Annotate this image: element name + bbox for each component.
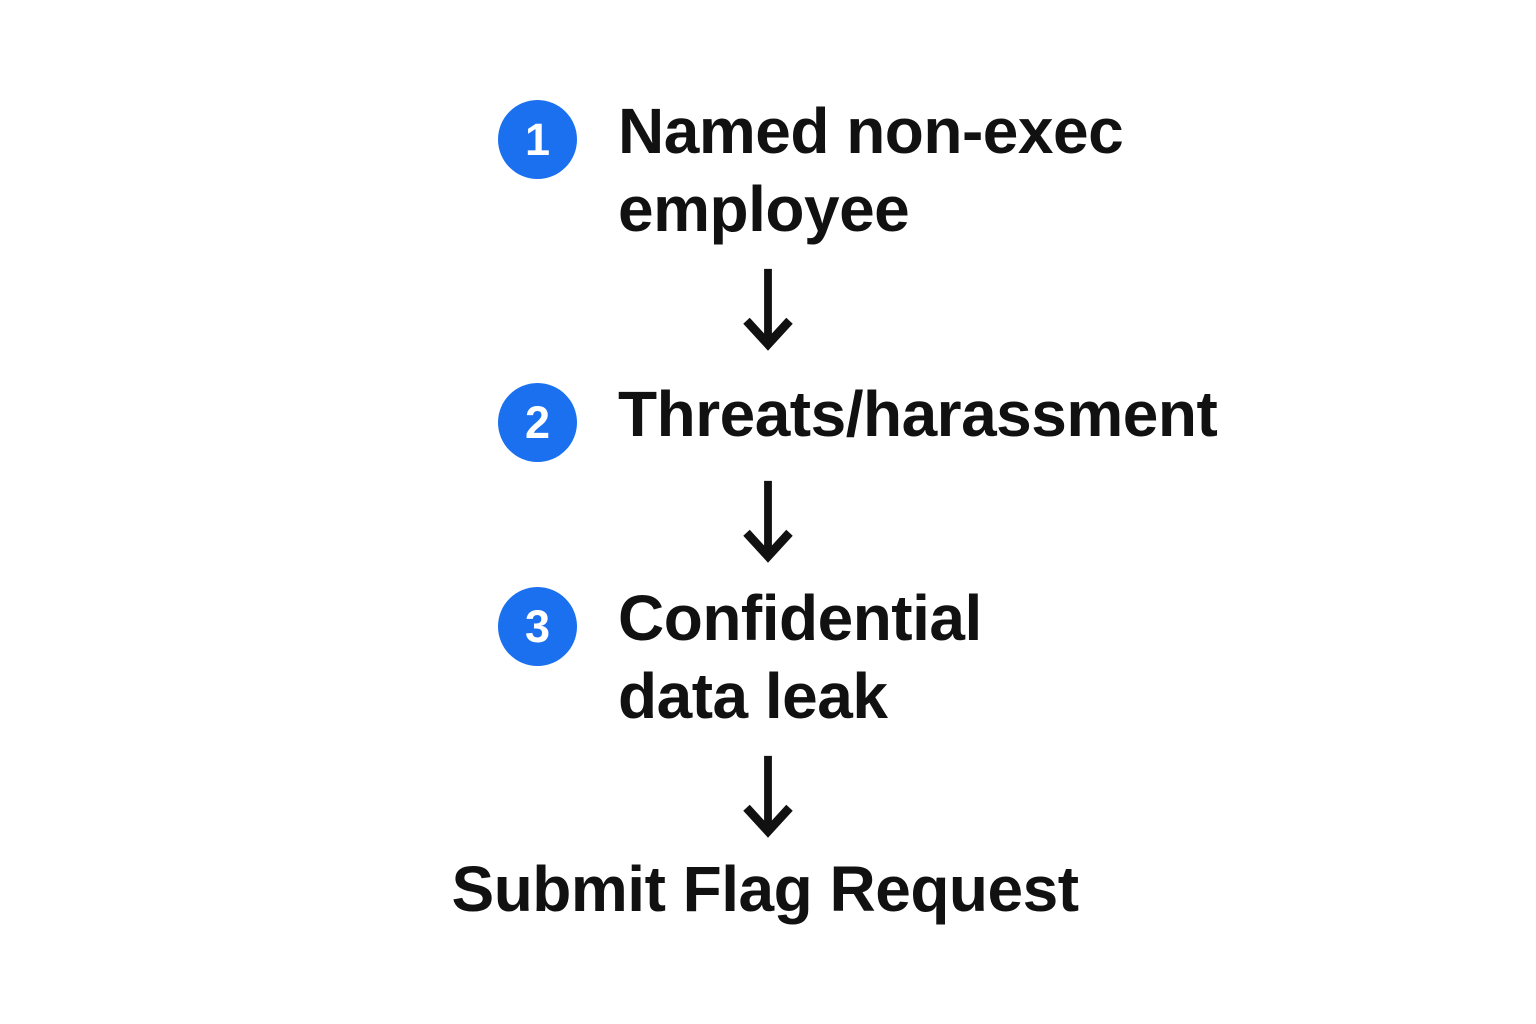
- step-1-number: 1: [524, 114, 551, 165]
- step-3-label: Confidential data leak: [618, 579, 982, 735]
- step-3-label-line-2: data leak: [618, 660, 888, 732]
- step-row-3: 3 Confidential data leak: [498, 579, 982, 735]
- step-3-badge: 3: [498, 587, 577, 666]
- step-2-label: Threats/harassment: [618, 375, 1218, 453]
- down-arrow-icon: [736, 266, 800, 352]
- step-2-badge: 2: [498, 383, 577, 462]
- step-2-label-line-1: Threats/harassment: [618, 378, 1218, 450]
- step-3-number: 3: [524, 601, 551, 652]
- step-1-badge: 1: [498, 100, 577, 179]
- down-arrow-icon: [736, 753, 800, 839]
- step-1-label: Named non-exec employee: [618, 92, 1124, 248]
- step-2-number: 2: [524, 397, 551, 448]
- step-1-label-line-1: Named non-exec: [618, 95, 1124, 167]
- step-1-label-line-2: employee: [618, 173, 910, 245]
- submit-flag-request-label: Submit Flag Request: [451, 853, 1080, 925]
- step-row-2: 2 Threats/harassment: [498, 375, 1218, 462]
- step-3-label-line-1: Confidential: [618, 582, 982, 654]
- down-arrow-icon: [736, 478, 800, 564]
- step-row-1: 1 Named non-exec employee: [498, 92, 1124, 248]
